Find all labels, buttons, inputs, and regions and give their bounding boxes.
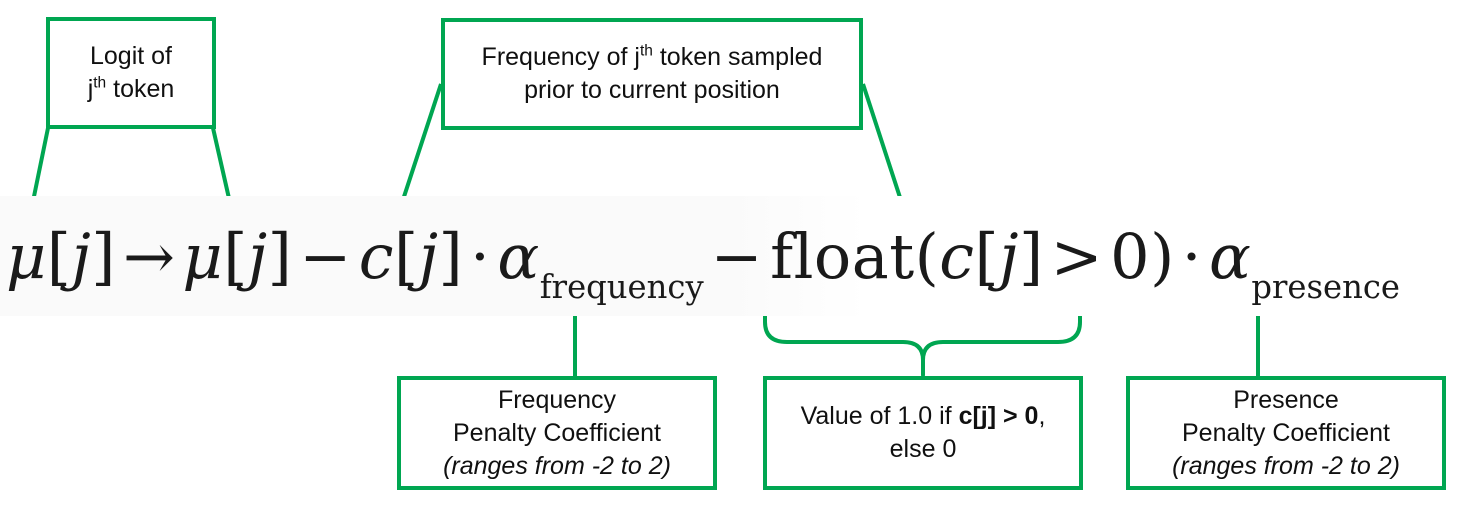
formula-text: μ[j]→μ[j]−c[j]·αfrequency−float(c[j]>0)·… <box>6 219 1400 306</box>
callout-float-value[interactable]: Value of 1.0 if c[j] > 0, else 0 <box>763 376 1083 490</box>
callout-frequency-count-line-2: prior to current position <box>524 76 780 104</box>
callout-float-prefix: Value of 1.0 if <box>800 402 959 430</box>
callout-logit-line-1: Logit of <box>89 42 172 70</box>
callout-float-suffix: , <box>1038 402 1046 430</box>
callout-freq-coeff-line-2: Penalty Coefficient <box>453 418 661 447</box>
callout-freq-coeff-range: (ranges from -2 to 2) <box>443 451 671 480</box>
formula-expression: μ[j]→μ[j]−c[j]·αfrequency−float(c[j]>0)·… <box>0 196 1400 316</box>
callout-freq-coeff-line-1: Frequency <box>497 385 617 414</box>
callout-logit-line-2: jth token <box>88 73 175 106</box>
callout-logit-ordinal-suffix: th <box>93 74 107 92</box>
callout-pres-coeff-range: (ranges from -2 to 2) <box>1172 451 1400 480</box>
callout-frequency-count-ordinal-suffix: th <box>639 42 653 60</box>
callout-logit-line-2-prefix: j <box>87 75 94 103</box>
callout-pres-coeff-line-1: Presence <box>1233 385 1339 414</box>
callout-float-line-2: else 0 <box>889 435 957 463</box>
callout-logit-of-jth-token[interactable]: Logit of jth token <box>46 17 216 129</box>
callout-float-line-1: Value of 1.0 if c[j] > 0, <box>801 400 1046 433</box>
callout-frequency-count-suffix: token sampled <box>652 43 823 71</box>
callout-frequency-penalty-coefficient[interactable]: Frequency Penalty Coefficient (ranges fr… <box>397 376 717 490</box>
callout-logit-line-2-suffix: token <box>106 75 175 103</box>
callout-frequency-count-prefix: Frequency of j <box>481 43 640 71</box>
callout-frequency-count-line-1: Frequency of jth token sampled <box>482 41 823 74</box>
callout-float-condition: c[j] > 0 <box>958 402 1039 430</box>
callout-pres-coeff-line-2: Penalty Coefficient <box>1182 418 1390 447</box>
callout-presence-penalty-coefficient[interactable]: Presence Penalty Coefficient (ranges fro… <box>1126 376 1446 490</box>
callout-frequency-of-jth-token[interactable]: Frequency of jth token sampled prior to … <box>441 18 863 130</box>
